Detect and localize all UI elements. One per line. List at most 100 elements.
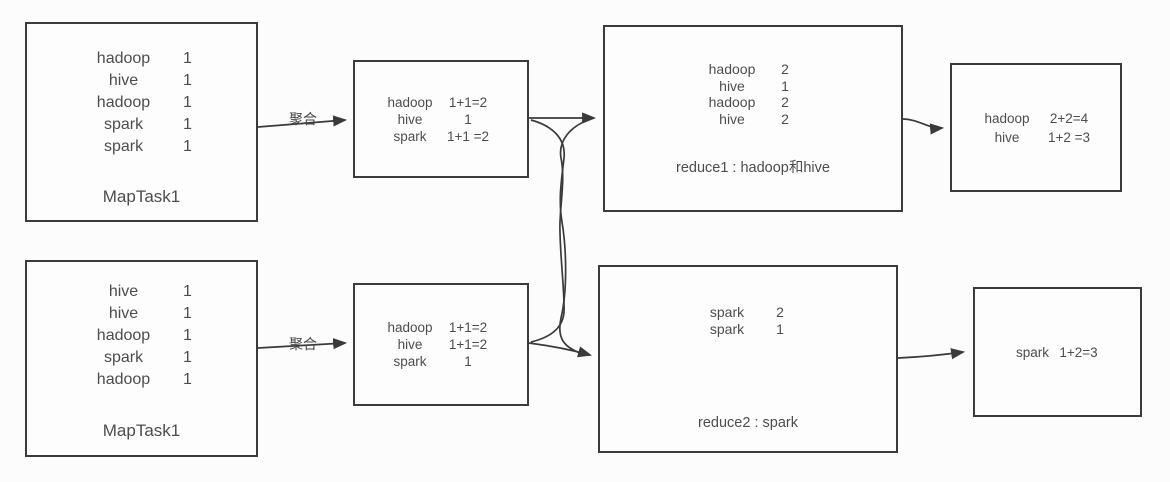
word-label: hive — [108, 283, 139, 300]
count-value: 1 — [464, 111, 472, 127]
count-value: 1+1=2 — [448, 337, 488, 352]
word-label: hadoop — [96, 371, 151, 388]
word-label: hadoop — [96, 94, 151, 111]
count-value: 1+1=2 — [448, 320, 488, 335]
count-value: 2 — [776, 304, 784, 320]
word-label: hive — [108, 305, 139, 322]
box-caption: reduce2 : spark — [698, 415, 798, 431]
connector-map1-to-agg1 — [257, 115, 348, 128]
word-count-row: hive 1+2 =3 — [974, 128, 1098, 147]
count-value: 1 — [183, 72, 192, 89]
word-count-list: hadoop 2+2=4 hive 1+2 =3 — [974, 109, 1098, 147]
count-value: 1+2=3 — [1059, 344, 1098, 360]
count-value: 2+2=4 — [1049, 110, 1089, 126]
connector-map2-to-agg2 — [257, 338, 348, 350]
output-bottom-box: spark 1+2=3 — [973, 287, 1142, 417]
count-value: 1 — [183, 327, 192, 344]
word-label: spark — [103, 116, 144, 133]
word-label: spark — [103, 349, 144, 366]
count-value: 1 — [183, 349, 192, 366]
word-label: hadoop — [387, 320, 433, 335]
word-count-row: hadoop 1+1=2 — [383, 94, 499, 111]
output-top-box: hadoop 2+2=4 hive 1+2 =3 — [950, 63, 1122, 192]
word-count-row: hadoop 2 — [605, 61, 901, 78]
word-count-list: spark 1+2=3 — [1012, 343, 1104, 362]
word-count-row: hadoop 1 — [27, 325, 256, 347]
count-value: 1 — [781, 77, 789, 94]
count-value: 2 — [781, 61, 789, 77]
word-label: hive — [994, 129, 1020, 145]
word-label: spark — [393, 354, 427, 369]
word-count-row: hadoop 2 — [605, 94, 901, 111]
word-count-list: hadoop 1+1=2 hive 1 spark 1+1 =2 — [383, 94, 499, 145]
word-label: hadoop — [708, 94, 756, 110]
word-label: spark — [1015, 344, 1049, 360]
count-value: 1 — [776, 320, 784, 337]
connector-agg1-to-reduce2-braid — [530, 119, 587, 356]
word-label: hive — [719, 110, 745, 127]
count-value: 1 — [183, 94, 192, 111]
word-count-list: hadoop 2 hive 1 hadoop 2 hive 2 — [605, 61, 901, 127]
word-label: hadoop — [387, 94, 433, 110]
word-count-row: hadoop 1 — [27, 48, 256, 70]
count-value: 1 — [464, 354, 472, 369]
word-count-row: spark 1+1 =2 — [383, 128, 499, 145]
word-count-row: hadoop 1 — [27, 92, 256, 114]
word-count-row: hadoop 1 — [27, 369, 256, 391]
word-label: spark — [709, 304, 745, 320]
count-value: 2 — [781, 110, 789, 127]
count-value: 1 — [183, 50, 192, 67]
box-caption: MapTask1 — [102, 421, 181, 440]
word-count-row: hive 1 — [383, 111, 499, 128]
word-count-row: hive 1 — [27, 70, 256, 92]
word-label: hadoop — [96, 50, 151, 67]
connector-reduce1-to-out1 — [902, 118, 945, 135]
reduce2-box: spark 2 spark 1 reduce2 : spark — [598, 265, 898, 453]
word-count-list: hadoop 1+1=2 hive 1+1=2 spark 1 — [383, 319, 499, 370]
word-count-row: spark 2 — [600, 304, 896, 321]
word-count-row: spark 1 — [383, 353, 499, 370]
word-count-row: hadoop 1+1=2 — [383, 319, 499, 336]
word-label: spark — [709, 320, 745, 337]
word-count-row: hadoop 2+2=4 — [974, 109, 1098, 128]
word-count-row: spark 1 — [600, 321, 896, 338]
box-caption: MapTask1 — [102, 187, 181, 206]
aggregate-top-box: hadoop 1+1=2 hive 1 spark 1+1 =2 — [353, 60, 529, 178]
word-count-row: spark 1 — [27, 347, 256, 369]
word-count-row: hive 1+1=2 — [383, 336, 499, 353]
count-value: 1 — [183, 283, 192, 300]
count-value: 1+2 =3 — [1047, 129, 1091, 145]
word-label: hadoop — [708, 61, 756, 77]
word-label: hadoop — [96, 327, 151, 344]
word-label: hive — [719, 77, 745, 94]
word-count-row: hive 1 — [605, 78, 901, 95]
word-count-list: spark 2 spark 1 — [600, 304, 896, 337]
word-count-row: hive 1 — [27, 281, 256, 303]
connector-agg2-to-reduce2 — [528, 342, 593, 358]
reduce1-box: hadoop 2 hive 1 hadoop 2 hive 2 reduce1 : hadoo… — [603, 25, 903, 212]
aggregate-bottom-box: hadoop 1+1=2 hive 1+1=2 spark 1 — [353, 283, 529, 406]
word-label: hive — [397, 337, 423, 352]
count-value: 2 — [781, 94, 789, 110]
word-label: spark — [103, 138, 144, 155]
word-count-row: spark 1+2=3 — [1012, 343, 1104, 362]
word-label: hive — [397, 111, 423, 127]
connector-agg2-to-reduce1-braid — [530, 118, 592, 343]
word-label: spark — [393, 128, 427, 144]
aggregate-label-top: 聚合 — [289, 111, 317, 127]
word-label: hadoop — [984, 110, 1030, 126]
box-caption: reduce1 : hadoop和hive — [676, 160, 830, 176]
count-value: 1+1=2 — [448, 94, 488, 110]
word-label: hive — [108, 72, 139, 89]
aggregate-label-bottom: 聚合 — [289, 336, 317, 352]
count-value: 1+1 =2 — [446, 128, 490, 144]
count-value: 1 — [183, 371, 192, 388]
